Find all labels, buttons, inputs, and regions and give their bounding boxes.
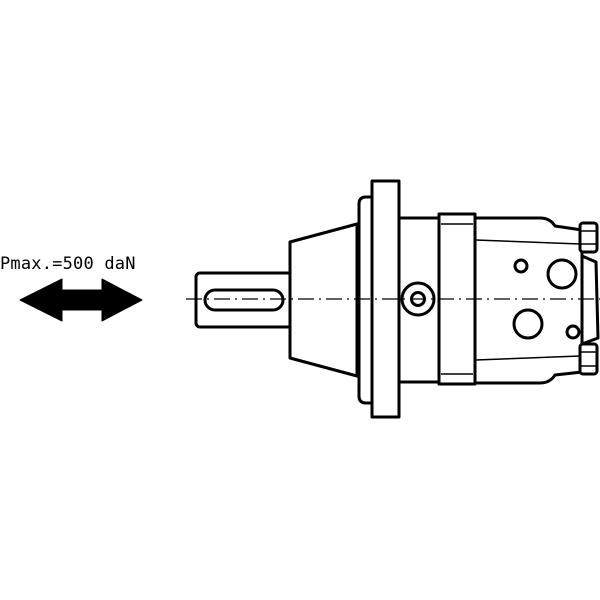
rear-cover <box>468 216 600 385</box>
output-shaft <box>194 271 296 329</box>
bolt-bottom <box>578 342 599 376</box>
max-load-label: Pmax.=500 daN <box>0 254 136 274</box>
front-ring <box>357 195 374 405</box>
double-headed-arrow-icon <box>19 278 143 322</box>
nose-housing <box>288 222 359 378</box>
bolt-top <box>578 221 599 254</box>
